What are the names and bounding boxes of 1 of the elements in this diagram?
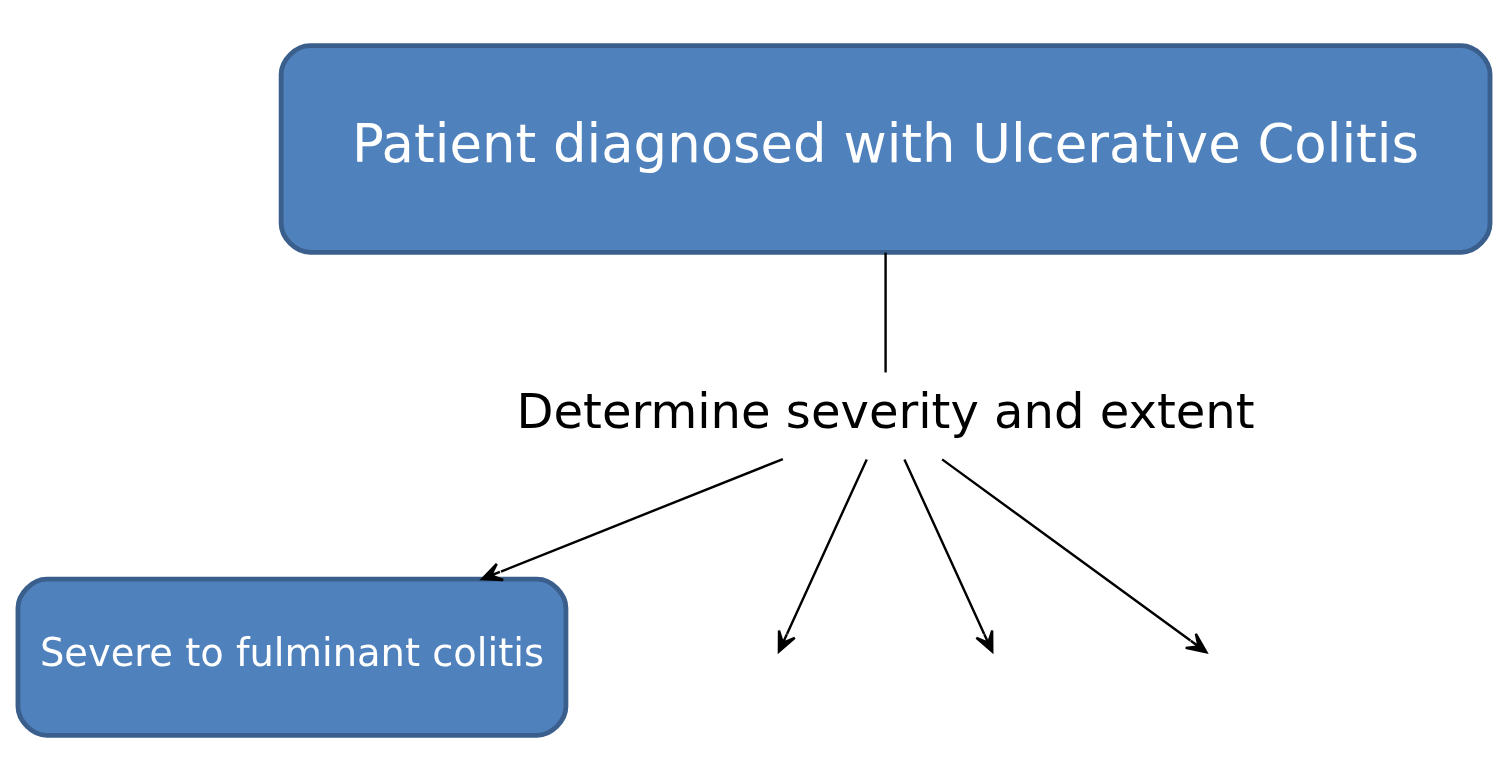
node-text: Determine severity and extent [516, 382, 1255, 439]
